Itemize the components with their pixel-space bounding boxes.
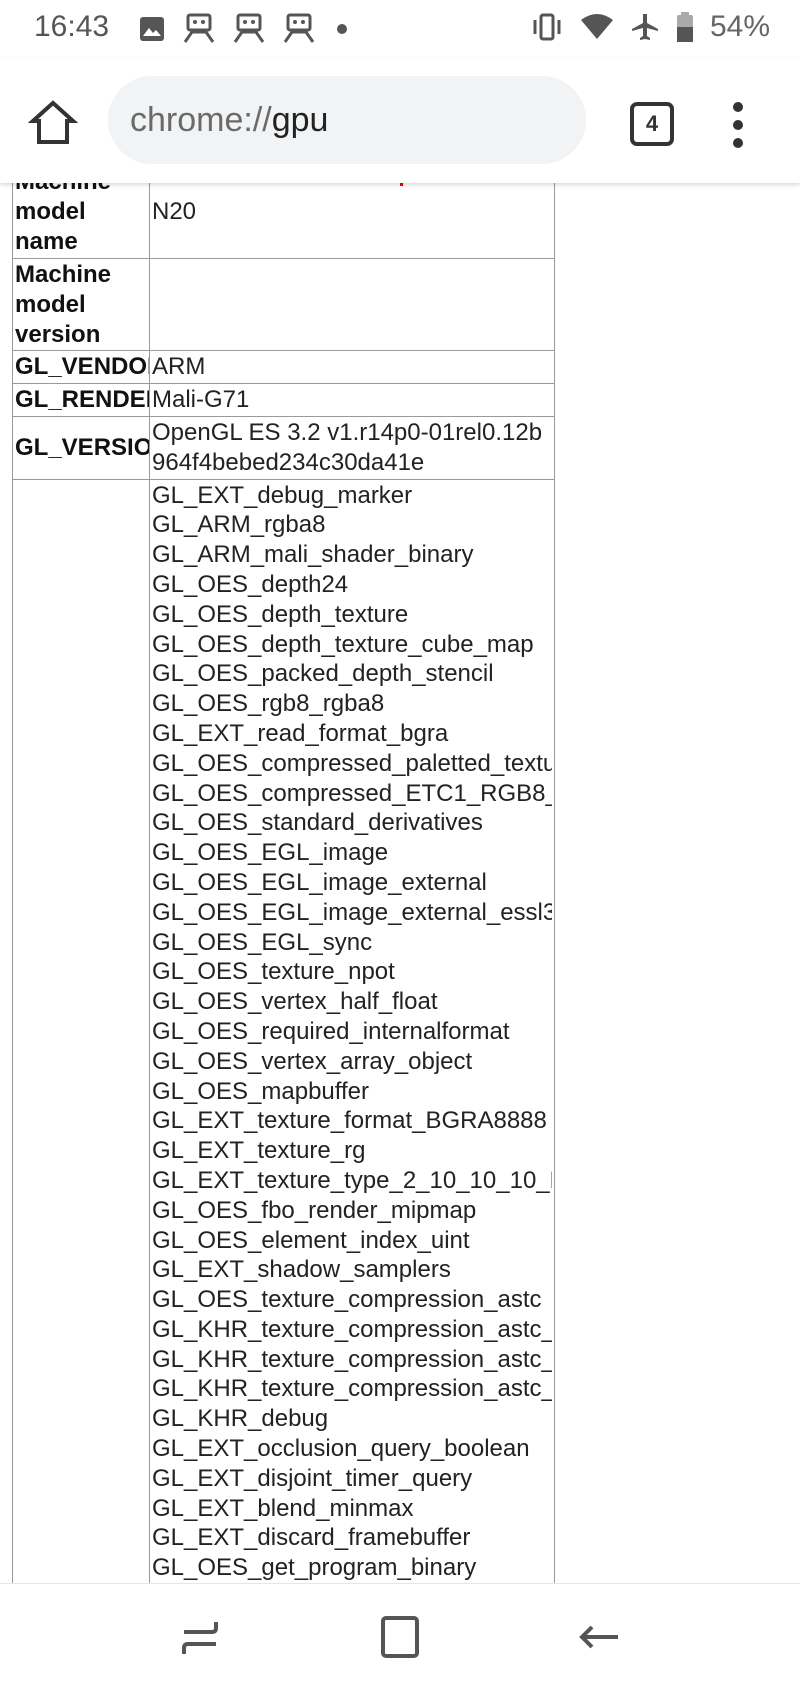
home-icon[interactable] [28,98,78,148]
list-item: GL_OES_rgb8_rgba8 [152,690,385,718]
list-item: GL_KHR_texture_compression_astc_ [152,1345,552,1373]
table-row: GL_VENDOR ARM [12,350,555,385]
dot-icon [337,24,347,34]
list-item: GL_OES_EGL_image_external [152,868,487,896]
list-item: GL_OES_texture_compression_astc [152,1286,542,1314]
table-row: Machine model name N20 [12,183,555,259]
list-item: GL_ARM_rgba8 [152,511,326,539]
list-item: GL_OES_texture_npot [152,958,395,986]
status-bar: 16:43 [0,0,800,58]
list-item: GL_OES_depth24 [152,570,349,598]
url-scheme: chrome:// [130,100,272,139]
list-item: GL_EXT_texture_type_2_10_10_10_R [152,1166,552,1194]
list-item: GL_KHR_texture_compression_astc_ [152,1375,552,1403]
table-row: GL_RENDERER Mali-G71 [12,383,555,417]
row-value: OpenGL ES 3.2 v1.r14p0-01rel0.12b964f4be… [149,415,555,480]
url-host: gpu [271,100,329,139]
row-key: GL_VENDOR [12,350,150,385]
list-item: GL_EXT_discard_framebuffer [152,1524,471,1552]
table-row: GL_EXT_debug_marker GL_ARM_rgba8 GL_ARM_… [12,478,555,1583]
page-content[interactable]: Machine model name N20 Machine model ver… [0,183,800,1583]
list-item: GL_ARM_mali_shader_binary [152,541,474,569]
status-time: 16:43 [34,10,110,43]
wifi-icon [580,14,613,39]
gallery-icon [140,17,164,41]
list-item: GL_OES_compressed_ETC1_RGB8_t [152,779,552,807]
home-square-icon[interactable] [370,1610,430,1664]
list-item: GL_EXT_debug_marker [152,481,413,509]
row-key: GL_VERSION [12,415,150,480]
list-item: GL_EXT_occlusion_query_boolean [152,1435,530,1463]
list-item: GL_KHR_texture_compression_astc_ [152,1315,552,1343]
list-item: GL_OES_vertex_half_float [152,988,438,1016]
system-icons: 54% [530,10,770,44]
back-icon[interactable] [570,1610,630,1664]
row-value: ARM [149,350,555,385]
row-value: N20 [149,183,555,259]
browser-toolbar: chrome://gpu 4 [0,58,800,183]
gpu-info-table: Machine model name N20 Machine model ver… [12,183,555,1583]
game-icon [233,13,265,43]
recents-icon[interactable] [170,1610,230,1664]
battery-icon [676,12,693,42]
vibrate-icon [533,13,561,41]
list-item: GL_EXT_blend_minmax [152,1494,414,1522]
table-row: Machine model version [12,257,555,352]
list-item: GL_OES_fbo_render_mipmap [152,1196,477,1224]
list-item: GL_OES_EGL_image_external_essl3 [152,898,552,926]
list-item: GL_EXT_read_format_bgra [152,719,449,747]
url-bar[interactable]: chrome://gpu [108,76,586,164]
row-value: Mali-G71 [149,383,555,417]
list-item: GL_OES_vertex_array_object [152,1047,473,1075]
overflow-menu-icon[interactable] [726,98,750,148]
row-value [149,257,555,352]
list-item: GL_OES_element_index_uint [152,1226,470,1254]
extensions-list: GL_EXT_debug_marker GL_ARM_rgba8 GL_ARM_… [149,478,555,1583]
list-item: GL_OES_packed_depth_stencil [152,660,494,688]
game-icon [183,13,215,43]
list-item: GL_EXT_shadow_samplers [152,1256,451,1284]
tab-switcher-button[interactable]: 4 [630,102,674,146]
list-item: GL_OES_required_internalformat [152,1017,510,1045]
row-key: GL_RENDERER [12,383,150,417]
list-item: GL_OES_mapbuffer [152,1077,370,1105]
row-key: Machine model version [12,257,150,352]
game-icon [283,13,315,43]
airplane-icon [631,14,658,40]
list-item: GL_OES_standard_derivatives [152,809,483,837]
list-item: GL_EXT_texture_format_BGRA8888 [152,1107,547,1135]
row-key: Machine model name [12,183,150,259]
list-item: GL_OES_EGL_image [152,839,389,867]
list-item: GL_KHR_debug [152,1405,329,1433]
list-item: GL_OES_depth_texture_cube_map [152,630,534,658]
battery-percent: 54% [709,10,770,43]
navigation-bar [0,1583,800,1689]
row-key-extensions [12,478,150,1583]
list-item: GL_OES_get_program_binary [152,1554,477,1582]
list-item: GL_OES_compressed_paletted_textu [152,749,552,777]
table-row: GL_VERSION OpenGL ES 3.2 v1.r14p0-01rel0… [12,415,555,480]
notification-icons [138,12,352,46]
list-item: GL_OES_EGL_sync [152,928,373,956]
list-item: GL_EXT_texture_rg [152,1137,366,1165]
list-item: GL_EXT_disjoint_timer_query [152,1464,473,1492]
list-item: GL_OES_depth_texture [152,600,409,628]
